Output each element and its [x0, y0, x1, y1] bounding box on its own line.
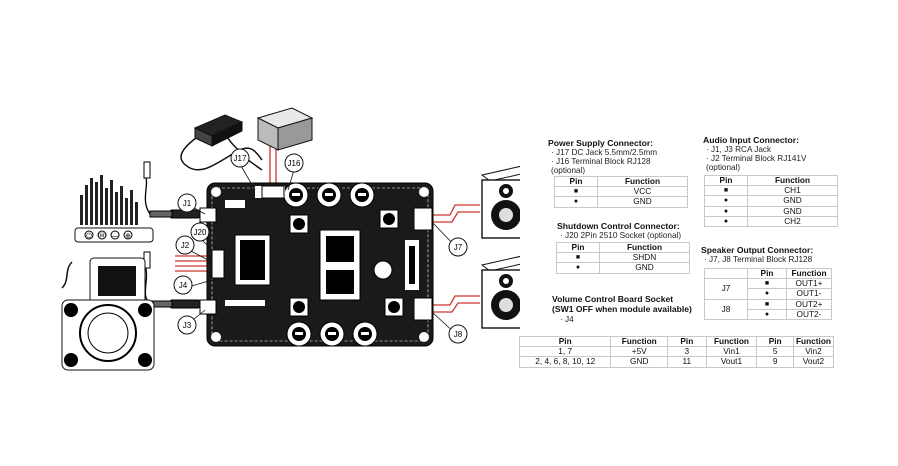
header-pin: Pin — [518, 335, 612, 348]
connector-label: J7 — [704, 278, 748, 300]
power-supply-line: (optional) — [551, 166, 586, 175]
audio-input-line: (optional) — [706, 163, 741, 172]
pin-function: GND — [747, 195, 838, 207]
header-function: Function — [610, 335, 669, 348]
cell: 5 — [756, 346, 794, 358]
header-pin: Pin — [747, 267, 787, 280]
pin-function: CH1 — [747, 185, 838, 197]
header-pin: Pin — [554, 175, 598, 188]
wiring-diagram: ⏻ Ⓜ — ⊕ — [61, 107, 520, 371]
callout-j8: J8 — [454, 330, 463, 339]
remote-button-label: Ⓜ — [99, 232, 106, 240]
cell: 3 — [667, 346, 707, 358]
pin-symbol: ■ — [556, 252, 600, 264]
amplifier-board — [199, 182, 434, 347]
header-pin: Pin — [704, 174, 748, 187]
pin-function: CH2 — [747, 215, 838, 227]
audio-input-line: · J1, J3 RCA Jack — [706, 145, 772, 154]
cell: 2, 4, 6, 8, 10, 12 — [518, 356, 612, 368]
header-pin: Pin — [667, 335, 707, 348]
callout-j20: J20 — [194, 228, 207, 237]
cell: 1, 7 — [518, 346, 612, 358]
remote-button-label: ⏻ — [86, 232, 92, 240]
cell: 11 — [667, 356, 707, 368]
cell: Vout1 — [705, 356, 758, 368]
shutdown-control-title: Shutdown Control Connector: — [557, 221, 680, 231]
power-supply-line: · J16 Terminal Block RJ128 — [551, 157, 651, 166]
cell: Vout2 — [792, 356, 835, 368]
pin-symbol: ■ — [747, 298, 787, 310]
header-pin: Pin — [556, 241, 600, 254]
speaker-output-title: Speaker Output Connector: — [701, 245, 814, 255]
volume-control-module — [61, 257, 155, 371]
pin-function: OUT1+ — [786, 278, 832, 290]
pin-symbol: ● — [747, 308, 787, 320]
callout-j17: J17 — [234, 154, 247, 163]
remote-buttons: ⏻ Ⓜ — ⊕ — [84, 230, 133, 240]
header-function: Function — [705, 335, 758, 348]
volume-control-line: · J4 — [560, 315, 574, 324]
pin-function: GND — [597, 196, 688, 208]
shutdown-control-line: · J20 2Pin 2510 Socket (optional) — [560, 231, 682, 240]
rca-plugs — [143, 161, 201, 309]
pin-function: GND — [747, 205, 838, 217]
pin-symbol: ■ — [554, 186, 598, 198]
pin-symbol: ■ — [747, 278, 787, 290]
cell: +5V — [610, 346, 669, 358]
speaker-2 — [480, 255, 520, 329]
power-supply-box — [256, 107, 314, 151]
callouts: J17 J16 J1 J20 J2 J4 J3 J7 J8 — [173, 148, 468, 344]
power-supply-line: · J17 DC Jack 5.5mm/2.5mm — [551, 148, 658, 157]
power-adapter — [180, 114, 263, 171]
callout-j3: J3 — [183, 321, 192, 330]
pin-function: OUT2+ — [786, 298, 832, 310]
speaker-output-line: · J7, J8 Terminal Block RJ128 — [704, 255, 813, 264]
header-function: Function — [747, 174, 838, 187]
header-function: Function — [786, 267, 832, 280]
audio-source-device — [74, 175, 154, 243]
header-function: Function — [597, 175, 688, 188]
pin-symbol: ● — [704, 205, 748, 217]
volume-control-subtitle: (SW1 OFF when module available) — [552, 304, 692, 314]
pin-symbol: ● — [704, 195, 748, 207]
header-function: Function — [599, 241, 690, 254]
pin-function: OUT2- — [786, 308, 832, 320]
header-pin: Pin — [756, 335, 794, 348]
pin-symbol: ● — [556, 262, 600, 274]
callout-j16: J16 — [288, 159, 301, 168]
cell: 9 — [756, 356, 794, 368]
pin-symbol: ● — [704, 215, 748, 227]
pin-symbol: ● — [747, 288, 787, 300]
header-blank — [704, 267, 748, 280]
remote-button-label: — — [112, 232, 119, 240]
pin-symbol: ■ — [704, 185, 748, 197]
callout-j1: J1 — [183, 199, 192, 208]
audio-input-line: · J2 Terminal Block RJ141V — [706, 154, 807, 163]
connector-label: J8 — [704, 298, 748, 320]
volume-control-table: Pin Function Pin Function Pin Function 1… — [518, 335, 835, 368]
power-supply-title: Power Supply Connector: — [548, 138, 654, 148]
callout-j2: J2 — [181, 241, 190, 250]
pin-function: GND — [599, 262, 690, 274]
pin-function: VCC — [597, 186, 688, 198]
volume-control-title: Volume Control Board Socket — [552, 294, 674, 304]
pin-symbol: ● — [554, 196, 598, 208]
cell: Vin2 — [792, 346, 835, 358]
cell: Vin1 — [705, 346, 758, 358]
cell: GND — [610, 356, 669, 368]
header-function: Function — [792, 335, 835, 348]
remote-button-label: ⊕ — [125, 232, 131, 240]
pin-function: OUT1- — [786, 288, 832, 300]
callout-j4: J4 — [179, 281, 188, 290]
audio-input-title: Audio Input Connector: — [703, 135, 799, 145]
speaker-1 — [480, 165, 520, 239]
callout-j7: J7 — [454, 243, 463, 252]
pin-function: SHDN — [599, 252, 690, 264]
